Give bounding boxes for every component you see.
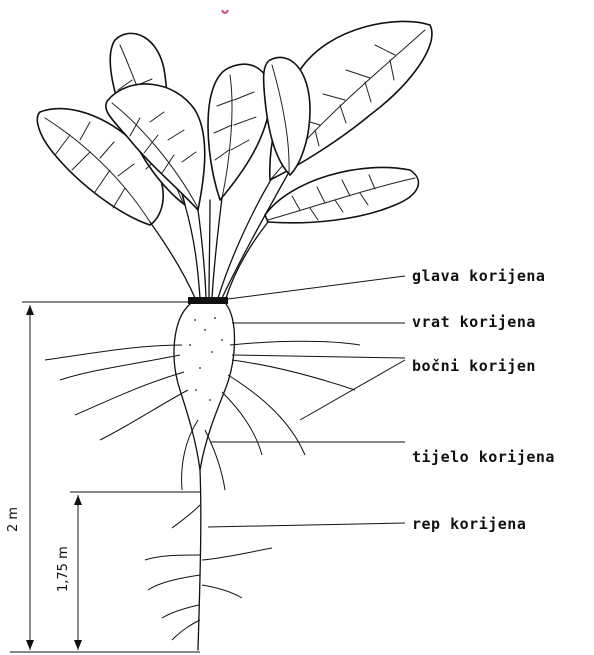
- label-tijelo-korijena: tijelo korijena: [412, 448, 555, 466]
- dimension-total-depth: 2 m: [6, 507, 21, 532]
- leader-lines: [208, 276, 405, 527]
- label-rep-korijena: rep korijena: [412, 515, 526, 533]
- dimension-partial-depth: 1,75 m: [56, 546, 71, 592]
- label-glava-korijena: glava korijena: [412, 267, 545, 285]
- root: [174, 297, 235, 650]
- lateral-roots: [45, 341, 360, 640]
- label-vrat-korijena: vrat korijena: [412, 313, 536, 331]
- top-mark: [222, 10, 228, 13]
- leaves: [37, 21, 432, 225]
- dimension-lines: [10, 302, 200, 652]
- label-bocni-korijen: bočni korijen: [412, 357, 536, 375]
